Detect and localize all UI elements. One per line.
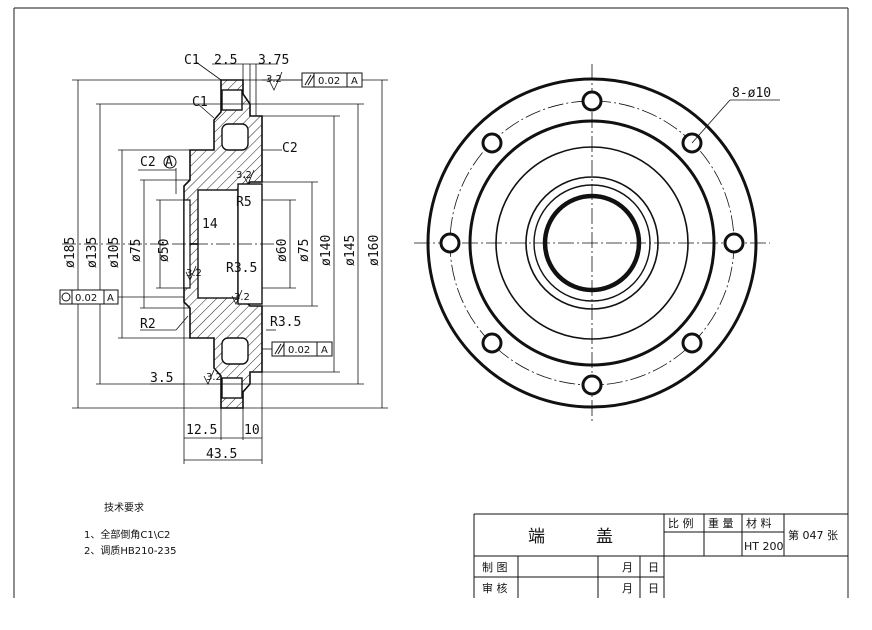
tolerance-frame-bottom: 0.02 A bbox=[262, 341, 333, 357]
tol-left-datum: A bbox=[107, 293, 114, 304]
dim-12-5: 12.5 bbox=[186, 423, 217, 438]
checked-label: 审 核 bbox=[482, 581, 508, 595]
drawn-label: 制 图 bbox=[482, 561, 508, 574]
tolerance-frame-top: 0.02 A bbox=[262, 72, 363, 88]
part-name-2: 盖 bbox=[596, 527, 613, 547]
part-name-1: 端 bbox=[528, 527, 545, 547]
rough-inner: 3.2 bbox=[234, 292, 250, 303]
dim-3-75: 3.75 bbox=[258, 53, 289, 68]
tol-top-value: 0.02 bbox=[318, 76, 340, 87]
dim-phi160: ø160 bbox=[367, 235, 382, 266]
technical-requirements: 技术要求 1、全部倒角C1\C2 2、调质HB210-235 bbox=[84, 501, 177, 557]
dim-14: 14 bbox=[202, 217, 218, 232]
day-label: 日 bbox=[648, 561, 659, 574]
dim-c1-mid: C1 bbox=[192, 95, 208, 110]
day-label-2: 日 bbox=[648, 582, 659, 595]
dim-phi75-left: ø75 bbox=[129, 239, 144, 262]
month-label-2: 月 bbox=[622, 582, 633, 595]
dim-3-5: 3.5 bbox=[150, 371, 173, 386]
rough-bottom: 3.2 bbox=[206, 372, 222, 383]
notes-line-1: 1、全部倒角C1\C2 bbox=[84, 528, 170, 541]
tol-bottom-value: 0.02 bbox=[288, 345, 310, 356]
dim-43-5: 43.5 bbox=[206, 447, 237, 462]
dim-phi135: ø135 bbox=[85, 237, 100, 268]
tol-left-value: 0.02 bbox=[75, 293, 97, 304]
tol-top-datum: A bbox=[351, 76, 358, 87]
dim-2-5: 2.5 bbox=[214, 53, 237, 68]
front-view: 8-ø10 bbox=[414, 64, 780, 424]
tolerance-frame-left: 0.02 A bbox=[59, 289, 184, 305]
notes-line-2: 2、调质HB210-235 bbox=[84, 545, 177, 557]
notes-title: 技术要求 bbox=[104, 501, 144, 514]
dim-10: 10 bbox=[244, 423, 260, 438]
tol-bottom-datum: A bbox=[321, 345, 328, 356]
dim-r2: R2 bbox=[140, 317, 156, 332]
scale-label: 比 例 bbox=[668, 516, 694, 530]
rough-mid: 3.2 bbox=[236, 170, 252, 181]
section-view: C1 2.5 3.75 C1 C2 C2 A R5 14 R3.5 R2 R3.… bbox=[59, 53, 388, 464]
dim-r5: R5 bbox=[236, 195, 252, 210]
datum-a-circle: A bbox=[165, 155, 173, 170]
material-label: 材 料 bbox=[746, 516, 772, 530]
sheet-number: 第 047 张 bbox=[788, 528, 838, 542]
dim-phi75-right: ø75 bbox=[297, 239, 312, 262]
rough-top: 3.2 bbox=[266, 74, 282, 85]
title-block bbox=[473, 513, 848, 598]
rough-left: 3.2 bbox=[186, 268, 202, 279]
roughness-symbol bbox=[185, 71, 283, 385]
dim-phi60: ø60 bbox=[275, 239, 290, 262]
dim-phi105: ø105 bbox=[107, 237, 122, 268]
dim-phi50: ø50 bbox=[157, 239, 172, 262]
month-label: 月 bbox=[622, 561, 633, 574]
drawing-frame bbox=[13, 7, 849, 598]
dim-r3-5-outer: R3.5 bbox=[270, 315, 301, 330]
weight-label: 重 量 bbox=[708, 516, 734, 530]
dim-phi185: ø185 bbox=[63, 237, 78, 268]
dim-c1-top: C1 bbox=[184, 53, 200, 68]
dim-phi145: ø145 bbox=[343, 235, 358, 266]
dim-c2-right: C2 bbox=[282, 141, 298, 156]
dim-phi140: ø140 bbox=[319, 235, 334, 266]
material-value: HT 200 bbox=[744, 540, 783, 553]
dim-holes: 8-ø10 bbox=[732, 86, 771, 101]
dim-c2-left: C2 bbox=[140, 155, 156, 170]
dim-r3-5-inner: R3.5 bbox=[226, 261, 257, 276]
